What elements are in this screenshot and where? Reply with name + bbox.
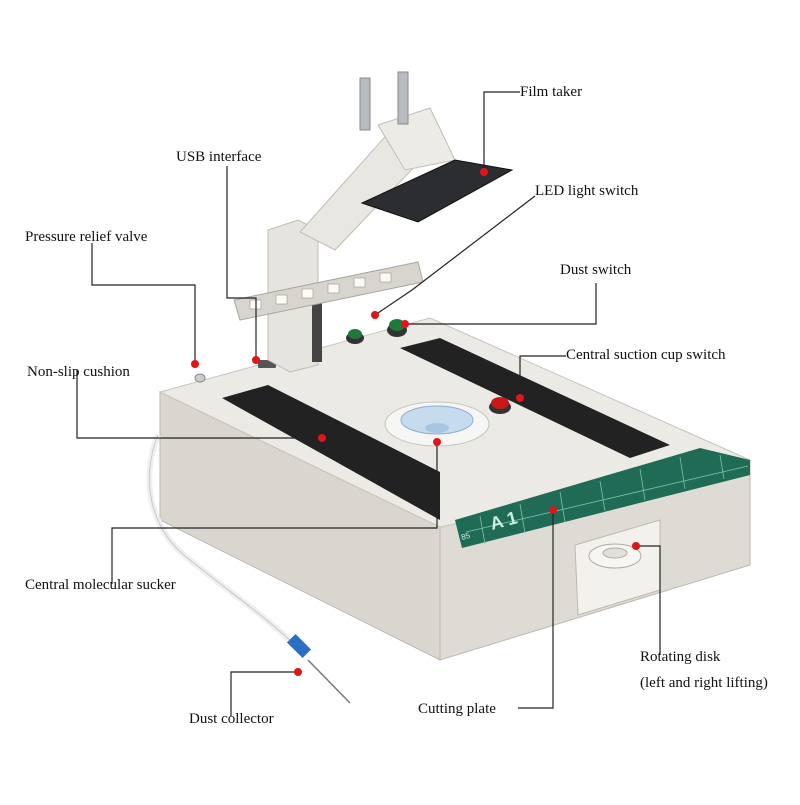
label-cutting-plate: Cutting plate bbox=[418, 701, 496, 717]
label-usb-interface: USB interface bbox=[176, 149, 262, 165]
led-switch bbox=[348, 329, 362, 339]
cutting-plate-grid bbox=[465, 454, 749, 545]
label-dust-collector: Dust collector bbox=[189, 711, 274, 727]
rod-right bbox=[397, 71, 409, 125]
dust-collector-nozzle bbox=[286, 633, 312, 659]
leader-lines bbox=[76, 91, 661, 716]
label-pressure-relief-valve: Pressure relief valve bbox=[25, 229, 148, 245]
label-dust-switch: Dust switch bbox=[560, 262, 632, 278]
dust-collector-needle bbox=[307, 659, 351, 704]
post-slot bbox=[312, 300, 322, 362]
label-led-light-switch: LED light switch bbox=[535, 183, 639, 199]
label-film-taker: Film taker bbox=[520, 84, 583, 100]
pressure-relief-valve bbox=[194, 373, 206, 383]
label-central-suction-cup-switch: Central suction cup switch bbox=[566, 347, 726, 363]
rod-left bbox=[359, 77, 371, 131]
label-non-slip-cushion: Non-slip cushion bbox=[27, 364, 130, 380]
suction-cup-switch bbox=[491, 397, 509, 409]
left-pad bbox=[222, 385, 440, 520]
rotating-disk-hub bbox=[602, 547, 628, 559]
right-pad bbox=[400, 338, 670, 458]
dust-switch bbox=[389, 319, 405, 331]
sucker-cup bbox=[400, 405, 474, 435]
callout-markers bbox=[191, 168, 640, 676]
plate-marking-small: 85 bbox=[460, 531, 471, 542]
sucker-center bbox=[425, 423, 449, 433]
label-rotating-disk-note: (left and right lifting) bbox=[640, 675, 768, 691]
label-central-molecular-sucker: Central molecular sucker bbox=[25, 577, 176, 593]
label-rotating-disk: Rotating disk bbox=[640, 649, 721, 665]
film-taker-pad bbox=[360, 159, 514, 223]
